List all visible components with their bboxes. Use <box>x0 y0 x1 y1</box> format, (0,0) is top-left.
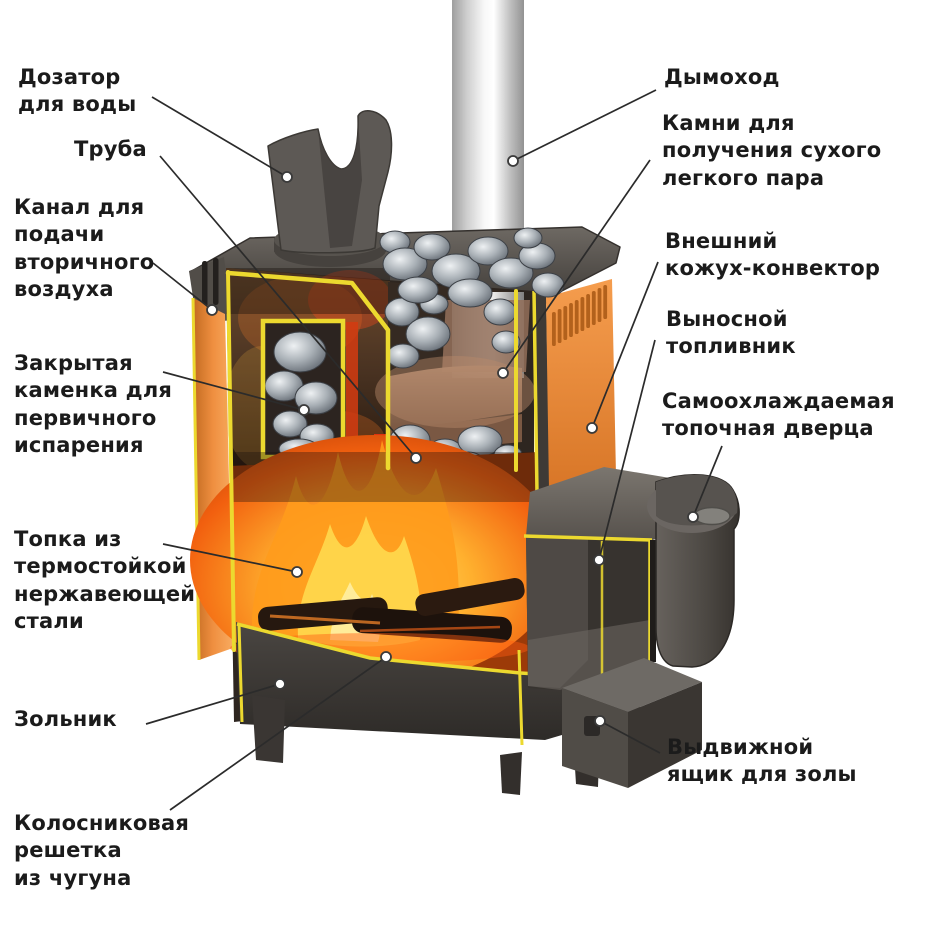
callout-lines <box>145 89 723 811</box>
label-water-dispenser: Дозатор для воды <box>18 65 137 117</box>
top-stones <box>379 227 565 308</box>
label-closed-kamenka: Закрытая каменка для первичного испарени… <box>14 351 173 457</box>
label-firebox-steel: Топка из термостойкой нержавеющей стали <box>14 527 196 633</box>
label-convector-casing: Внешний кожух-конвектор <box>665 229 881 281</box>
ash-drawer <box>562 658 702 788</box>
label-remote-fuel-channel: Выносной топливник <box>666 307 796 359</box>
label-chimney: Дымоход <box>664 65 780 89</box>
label-self-cooling-door: Самоохлаждаемая топочная дверца <box>662 389 895 441</box>
firebox-door <box>647 473 740 668</box>
label-ash-drawer: Выдвижной ящик для золы <box>667 735 857 787</box>
callout-dots <box>206 155 699 727</box>
label-pipe: Труба <box>74 137 147 161</box>
label-ash-pan: Зольник <box>14 707 117 731</box>
water-dispenser-funnel <box>267 110 393 267</box>
label-cast-iron-grate: Колосниковая решетка из чугуна <box>14 811 190 890</box>
label-steam-stones: Камни для получения сухого легкого пара <box>662 111 882 190</box>
yellow-frame <box>225 270 518 652</box>
fuel-tunnel <box>523 467 704 690</box>
label-secondary-air-channel: Канал для подачи вторичного воздуха <box>14 195 155 301</box>
convector-panel <box>532 279 616 496</box>
closed-kamenka-window <box>260 318 346 460</box>
